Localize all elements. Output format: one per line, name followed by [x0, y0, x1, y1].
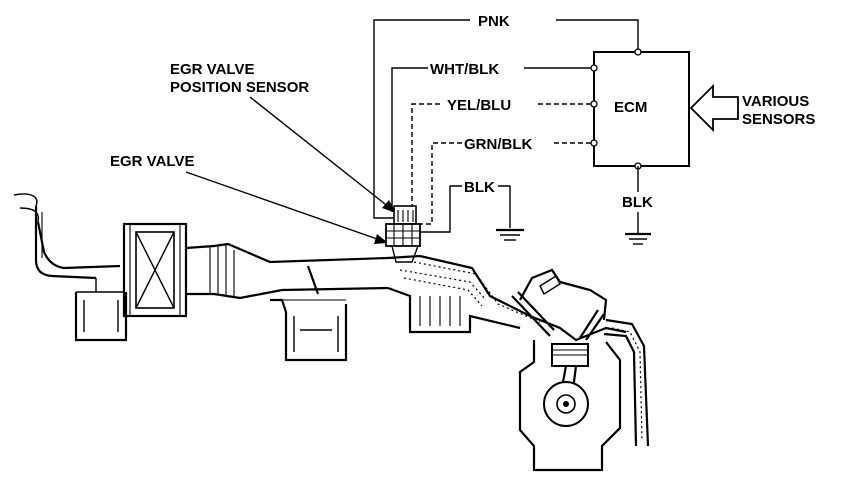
ecm-label: ECM — [614, 99, 647, 116]
ecm-ground — [625, 166, 651, 245]
egr-valve-position-sensor-label-line2: POSITION SENSOR — [170, 79, 309, 96]
wire-grn-blk-label: GRN/BLK — [464, 136, 532, 153]
various-sensors-label-line2: SENSORS — [742, 111, 815, 128]
wire-wht-blk-label: WHT/BLK — [430, 61, 499, 78]
wire-wht-blk — [391, 67, 591, 212]
various-sensors-arrow-icon — [689, 83, 739, 133]
egr-valve-position-sensor-label-line1: EGR VALVE — [170, 61, 254, 78]
various-sensors-label-line1: VARIOUS — [742, 93, 809, 110]
wire-yel-blu-label: YEL/BLU — [447, 97, 511, 114]
egr-valve-leader-arrow — [185, 171, 388, 244]
egr-sensor-leader-arrow — [249, 96, 396, 213]
egr-valve-position-sensor — [393, 205, 417, 225]
engine — [413, 261, 650, 472]
ecm-module: ECM — [590, 48, 690, 170]
wire-pnk-label: PNK — [478, 13, 510, 30]
ecm-ground-wire-label: BLK — [622, 194, 653, 211]
wire-blk-sensor-label: BLK — [464, 179, 495, 196]
intake-system — [13, 193, 531, 362]
wire-grn-blk — [420, 142, 591, 225]
wire-pnk — [373, 19, 639, 219]
egr-valve-label: EGR VALVE — [110, 153, 194, 170]
egr-valve — [385, 223, 421, 263]
wire-blk-sensor-ground — [418, 185, 524, 241]
wire-yel-blu — [411, 103, 591, 213]
